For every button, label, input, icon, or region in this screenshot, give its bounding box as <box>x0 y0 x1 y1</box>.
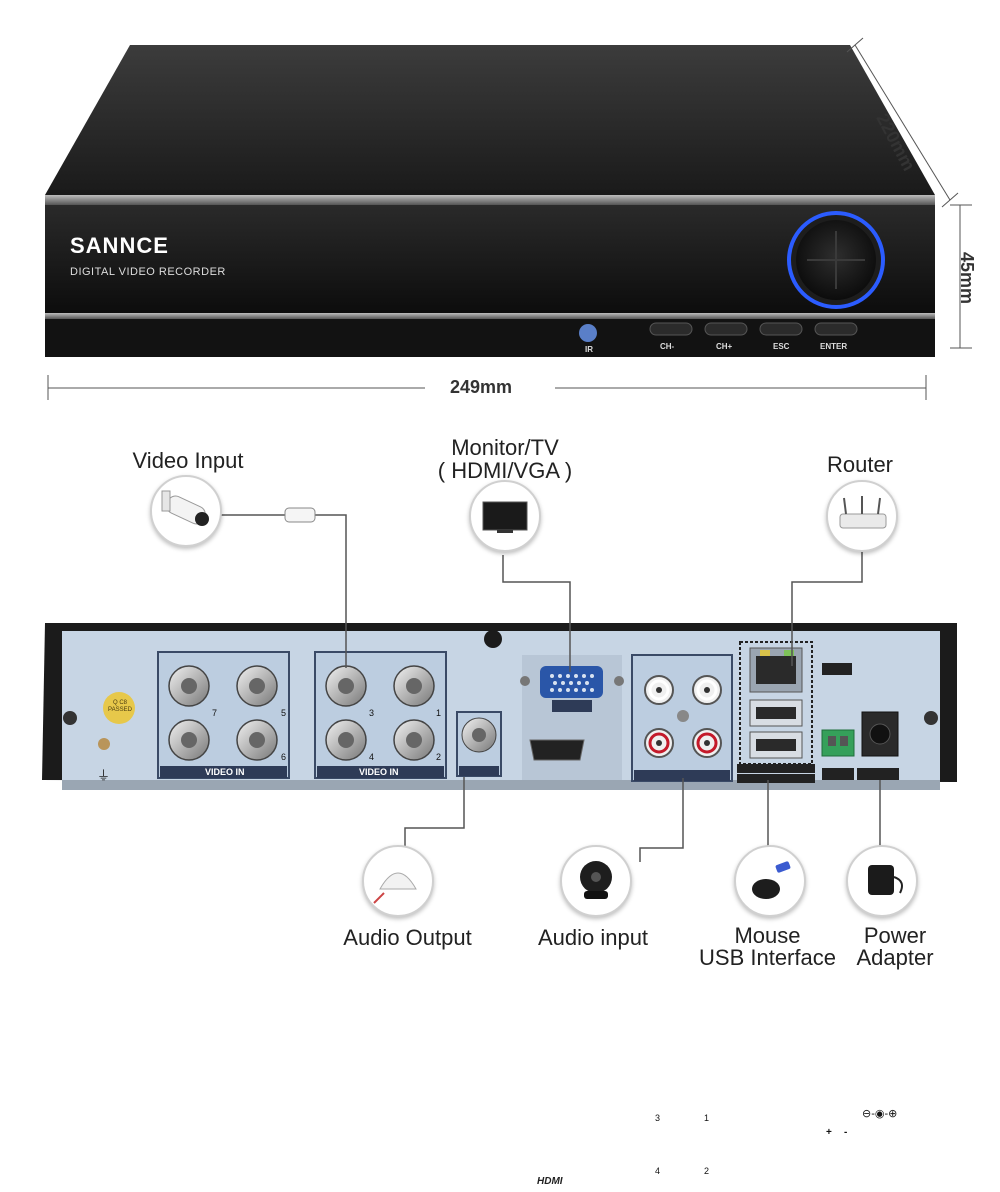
dc-label: DC 12V <box>860 1179 889 1188</box>
callout-mouse-line1: Mouse <box>734 923 801 948</box>
video-in-label-left: VIDEO IN <box>205 767 245 777</box>
video-num-3: 3 <box>369 708 375 718</box>
callout-mouse-line2: USB Interface <box>699 945 836 970</box>
monitor-icon <box>469 480 541 552</box>
callout-power-line1: Power <box>863 923 927 948</box>
dimension-height: 45mm <box>957 252 977 305</box>
usb2-label: USB2(BACKUP) <box>756 1185 808 1192</box>
video-num-5: 5 <box>281 708 287 718</box>
usb1-label: USB1( ) <box>756 1175 781 1182</box>
callout-power-line2: Adapter <box>856 945 934 970</box>
front-button-esc: ESC <box>773 342 790 351</box>
callout-audio-input: Audio input <box>537 925 649 950</box>
callout-monitor-line2: ( HDMI/VGA ) <box>437 458 573 483</box>
mouse-icon <box>734 845 806 917</box>
ground-icon: ⏚ <box>97 768 111 783</box>
rs485-label: RS485 <box>823 1179 848 1188</box>
audio-num-4: 4 <box>655 1166 661 1176</box>
video-num-2: 2 <box>436 752 442 762</box>
brand-logo: SANNCE <box>70 233 169 258</box>
hdmi-label: HDMI <box>537 1176 563 1187</box>
dvr-rear-view: VIDEO IN VIDEO IN 7 5 8 6 3 1 4 2 Q C8 P… <box>0 410 1000 1192</box>
callout-audio-output: Audio Output <box>343 925 472 950</box>
dc-polarity-icon: ⊖-◉-⊕ <box>862 1108 898 1120</box>
audio-num-1: 1 <box>704 1113 710 1123</box>
front-subtitle: DIGITAL VIDEO RECORDER <box>70 266 226 278</box>
lan-label: LAN <box>826 1074 843 1083</box>
front-button-ch-minus: CH- <box>660 342 675 351</box>
router-icon <box>826 480 898 552</box>
rs485-minus: - <box>844 1127 848 1138</box>
cert-sticker: Q C8 PASSED <box>108 700 132 713</box>
video-num-7: 7 <box>212 708 218 718</box>
audio-in-label: AUDIO IN <box>660 1181 696 1190</box>
camera-icon <box>150 475 222 547</box>
dvr-front-illustration <box>45 37 972 400</box>
vga-label: VGA <box>561 1110 581 1120</box>
video-num-6: 6 <box>281 752 287 762</box>
microphone-icon <box>560 845 632 917</box>
audio-num-2: 2 <box>704 1166 710 1176</box>
callout-video-input: Video Input <box>132 448 244 473</box>
dvr-rear-illustration <box>42 507 957 862</box>
speaker-icon <box>362 845 434 917</box>
ir-label: IR <box>585 345 593 354</box>
video-in-label-right: VIDEO IN <box>359 767 399 777</box>
callout-monitor-line1: Monitor/TV <box>451 435 559 460</box>
front-button-ch-plus: CH+ <box>716 342 733 351</box>
callout-router: Router <box>826 452 894 477</box>
aout-label: A-OUT <box>464 1176 490 1185</box>
video-num-1: 1 <box>436 708 442 718</box>
video-num-4: 4 <box>369 752 375 762</box>
audio-num-3: 3 <box>655 1113 661 1123</box>
dvr-front-view: SANNCE DIGITAL VIDEO RECORDER IR CH- CH+… <box>0 0 1000 410</box>
rs485-plus: + <box>826 1127 832 1138</box>
power-adapter-icon <box>846 845 918 917</box>
front-button-enter: ENTER <box>820 342 848 351</box>
dimension-width: 249mm <box>450 377 513 397</box>
